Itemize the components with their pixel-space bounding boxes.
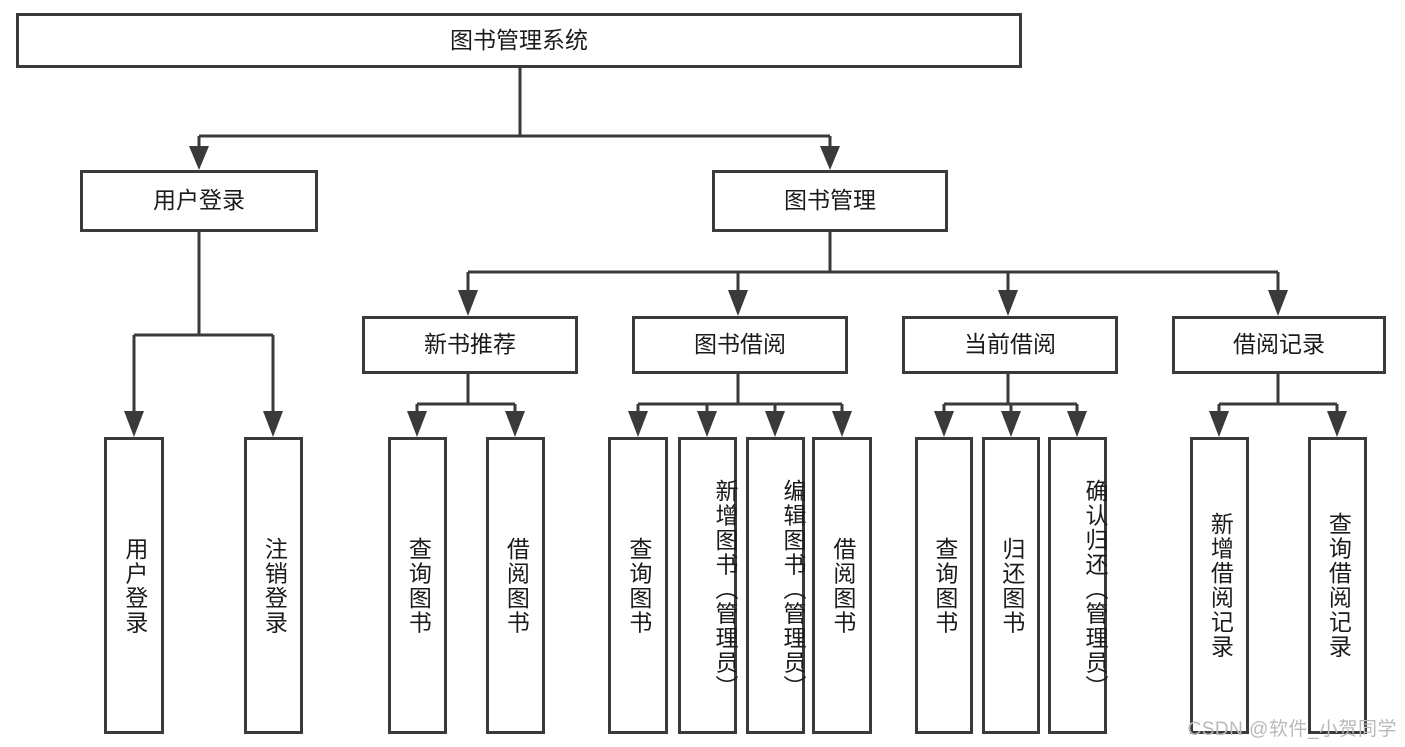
arrowhead-icon-to-recommend	[458, 290, 478, 316]
arrowhead-icon-to-leaf-borrow-book	[832, 411, 852, 437]
leaf-box-edit-book-admin[interactable]	[746, 437, 805, 734]
arrowhead-icon-to-current	[998, 290, 1018, 316]
label-book-management: 图书管理	[784, 187, 876, 213]
node-box-current-borrow[interactable]	[902, 316, 1118, 374]
arrowhead-icon-to-leaf-query-borrow	[628, 411, 648, 437]
arrowhead-icon-to-leaf-add-record	[1209, 411, 1229, 437]
arrowhead-icon-to-leaf-borrow-recommend	[505, 411, 525, 437]
label-new-book-recommend: 新书推荐	[424, 331, 516, 357]
node-boxes	[16, 13, 1386, 734]
horizontal-node-labels: 图书管理系统 用户登录 图书管理 新书推荐 图书借阅 当前借阅 借阅记录	[153, 27, 1325, 357]
leaf-box-logout[interactable]	[244, 437, 303, 734]
arrowhead-icon-to-user-login	[189, 146, 209, 170]
leaf-box-borrow-book[interactable]	[812, 437, 872, 734]
arrowhead-icon-to-leaf-return-book	[1001, 411, 1021, 437]
arrowhead-icon-to-leaf-query-current	[934, 411, 954, 437]
leaf-box-confirm-return-admin[interactable]	[1048, 437, 1107, 734]
label-book-borrow: 图书借阅	[694, 331, 786, 357]
leaf-box-query-book-current[interactable]	[915, 437, 973, 734]
node-box-book-management[interactable]	[712, 170, 948, 232]
node-box-book-borrow[interactable]	[632, 316, 848, 374]
connector-lines	[132, 67, 1339, 413]
leaf-box-query-book-borrow[interactable]	[608, 437, 668, 734]
watermark-text: CSDN @软件_小贺同学	[1187, 719, 1397, 740]
node-box-new-book-recommend[interactable]	[362, 316, 578, 374]
leaf-box-query-borrow-record[interactable]	[1308, 437, 1367, 734]
arrowhead-icon-to-borrow	[728, 290, 748, 316]
node-box-borrow-record[interactable]	[1172, 316, 1386, 374]
node-box-user-login[interactable]	[80, 170, 318, 232]
arrowhead-icon-to-leaf-query-recommend	[407, 411, 427, 437]
arrowhead-icon-to-leaf-edit-book	[765, 411, 785, 437]
leaf-box-user-login[interactable]	[104, 437, 164, 734]
label-borrow-record: 借阅记录	[1233, 331, 1325, 357]
leaf-box-add-borrow-record[interactable]	[1190, 437, 1249, 734]
arrowhead-icon-to-record	[1268, 290, 1288, 316]
leaf-box-add-book-admin[interactable]	[678, 437, 737, 734]
leaf-box-return-book[interactable]	[982, 437, 1040, 734]
arrowhead-icon-to-leaf-query-record	[1327, 411, 1347, 437]
arrowhead-icon-to-leaf-logout	[263, 411, 283, 437]
leaf-box-borrow-book-recommend[interactable]	[486, 437, 545, 734]
node-box-root[interactable]	[16, 13, 1022, 68]
arrowhead-icon-to-book-management	[820, 146, 840, 170]
label-current-borrow: 当前借阅	[964, 331, 1056, 357]
leaf-box-query-book-recommend[interactable]	[388, 437, 447, 734]
arrowhead-icon-to-leaf-add-book	[697, 411, 717, 437]
label-user-login: 用户登录	[153, 187, 245, 213]
label-root: 图书管理系统	[450, 27, 588, 53]
arrow-heads	[124, 146, 1347, 437]
arrowhead-icon-to-leaf-confirm-return	[1067, 411, 1087, 437]
arrowhead-icon-to-leaf-user-login	[124, 411, 144, 437]
